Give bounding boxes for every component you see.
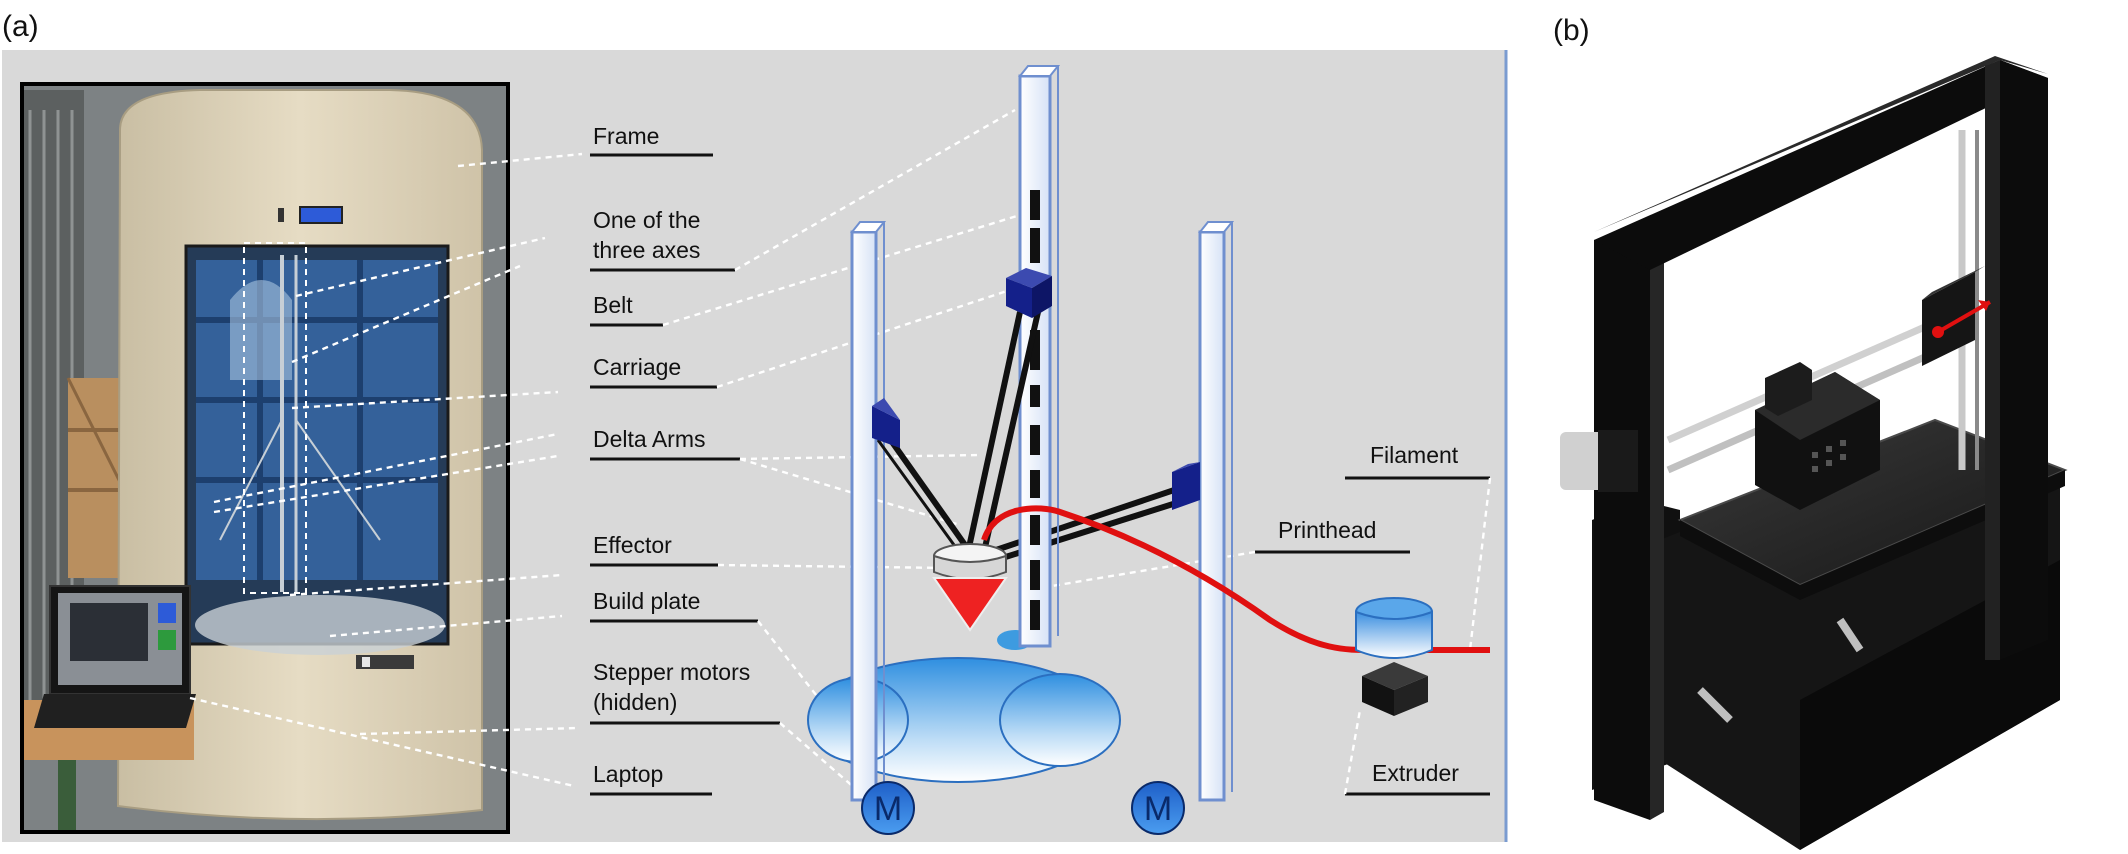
printhead-nozzle <box>932 577 1008 632</box>
belt <box>1030 190 1040 630</box>
filament <box>981 505 1490 654</box>
frame-right-pillar <box>2000 60 2048 660</box>
extruder <box>1355 597 1433 716</box>
cartesian-printer-render <box>1560 56 2068 850</box>
label-frame: Frame <box>593 123 659 149</box>
left-rail <box>849 221 887 802</box>
right-rail <box>1197 221 1235 802</box>
label-belt: Belt <box>593 292 633 318</box>
motor-left-label: M <box>874 790 902 828</box>
panel-a-labels: Frame One of the three axes Belt Carriag… <box>590 123 1490 796</box>
label-axis-line1: One of the <box>593 207 700 233</box>
panel-a-tag: (a) <box>2 10 39 43</box>
printer-window <box>184 244 450 669</box>
printer-photo <box>20 82 583 834</box>
label-stepper-line2: (hidden) <box>593 689 677 715</box>
label-effector: Effector <box>593 532 672 558</box>
x-end-carriage <box>1922 266 1991 366</box>
label-stepper-line1: Stepper motors <box>593 659 750 685</box>
photo-leader-lines <box>189 152 583 788</box>
label-extruder: Extruder <box>1372 760 1459 786</box>
frame-top-beam <box>1594 60 2048 270</box>
label-laptop: Laptop <box>593 761 663 787</box>
delta-schematic: M M <box>807 65 1490 835</box>
motor-right: M <box>1131 781 1185 835</box>
label-carriage: Carriage <box>593 354 681 380</box>
red-motion-arrow <box>1937 300 1991 334</box>
motor-right-label: M <box>1144 790 1172 828</box>
label-filament: Filament <box>1370 442 1459 468</box>
frame-left-pillar <box>1594 228 1650 820</box>
label-build-plate: Build plate <box>593 588 700 614</box>
right-carriage <box>1172 462 1200 510</box>
effector <box>932 543 1008 632</box>
label-axis-line2: three axes <box>593 237 700 263</box>
motor-left: M <box>861 781 915 835</box>
carriage-cube <box>1006 268 1052 318</box>
printer-display <box>299 206 343 224</box>
laptop-photo <box>24 585 196 830</box>
print-head <box>1755 362 1880 510</box>
left-carriage <box>872 398 900 448</box>
label-printhead: Printhead <box>1278 517 1376 543</box>
panel-b-tag: (b) <box>1553 14 1590 47</box>
label-delta-arms: Delta Arms <box>593 426 705 452</box>
